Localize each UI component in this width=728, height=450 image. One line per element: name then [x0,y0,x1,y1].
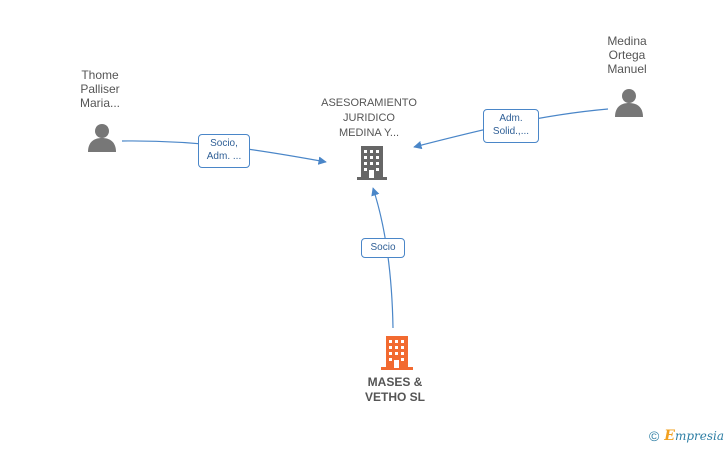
copyright-symbol: © [648,428,660,444]
building-icon[interactable] [357,146,387,180]
company-top-label[interactable]: ASESORAMIENTO JURIDICO MEDINA Y... [321,97,417,139]
building-icon[interactable] [381,336,413,370]
person-right-label[interactable]: Medina Ortega Manuel [607,34,647,76]
edge-bottom-line [371,187,394,329]
footer-brand[interactable]: © Empresia [649,428,724,444]
edge-bottom-badge[interactable]: Socio [361,238,405,258]
person-left-label[interactable]: Thome Palliser Maria... [79,68,120,110]
brand-logo-rest: mpresia [674,429,724,443]
brand-logo[interactable]: Empresia [664,428,724,444]
main-company-label[interactable]: MASES & VETHO SL [364,375,425,404]
brand-logo-initial: E [664,428,675,444]
edge-left-badge[interactable]: Socio, Adm. ... [198,134,250,168]
person-icon[interactable] [88,124,116,152]
person-icon[interactable] [615,89,643,117]
edge-right-badge[interactable]: Adm. Solid.,... [483,109,539,143]
